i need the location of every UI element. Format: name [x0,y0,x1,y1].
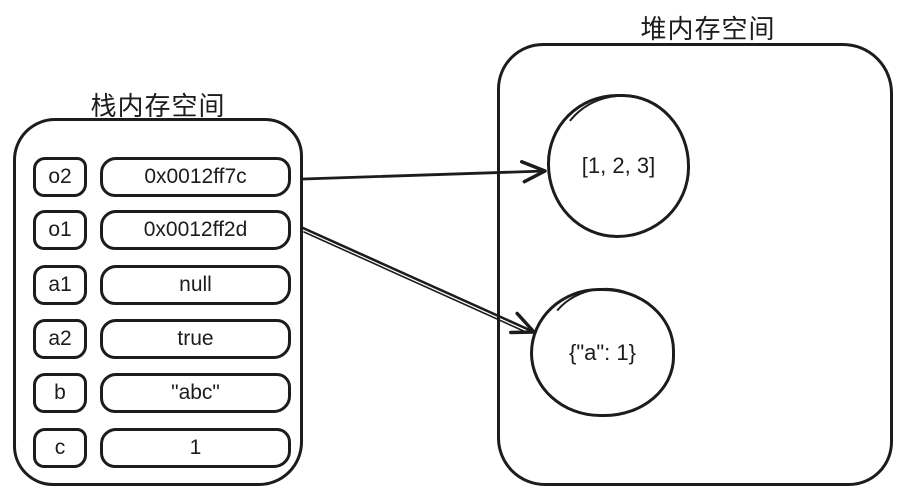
heap-memory-box: [1, 2, 3] {"a": 1} [497,43,893,486]
variable-value: 0x0012ff2d [100,210,291,250]
variable-name: o2 [33,157,87,197]
stack-row-o2: o2 0x0012ff7c [16,157,300,197]
stack-row-c: c 1 [16,428,300,468]
heap-object-label: {"a": 1} [568,339,636,365]
heap-object-label: [1, 2, 3] [581,153,656,178]
heap-object-array: [1, 2, 3] [547,85,691,238]
variable-value: 1 [100,428,291,468]
variable-value: null [100,265,291,305]
variable-value: 0x0012ff7c [100,157,291,197]
stack-row-a2: a2 true [16,319,300,359]
sketch-stroke [538,280,668,396]
stack-memory-box: o2 0x0012ff7c o1 0x0012ff2d a1 null a2 t… [13,118,303,486]
variable-name: o1 [33,210,87,250]
heap-object-plain: {"a": 1} [530,280,675,417]
stack-row-b: b "abc" [16,373,300,413]
variable-name: b [33,373,87,413]
variable-name: c [33,428,87,468]
stack-title: 栈内存空间 [90,91,226,121]
variable-value: true [100,319,291,359]
variable-name: a1 [33,265,87,305]
sketch-stroke [549,85,691,213]
variable-name: a2 [33,319,87,359]
heap-title: 堆内存空间 [640,14,776,44]
stack-row-a1: a1 null [16,265,300,305]
stack-row-o1: o1 0x0012ff2d [16,210,300,250]
variable-value: "abc" [100,373,291,413]
